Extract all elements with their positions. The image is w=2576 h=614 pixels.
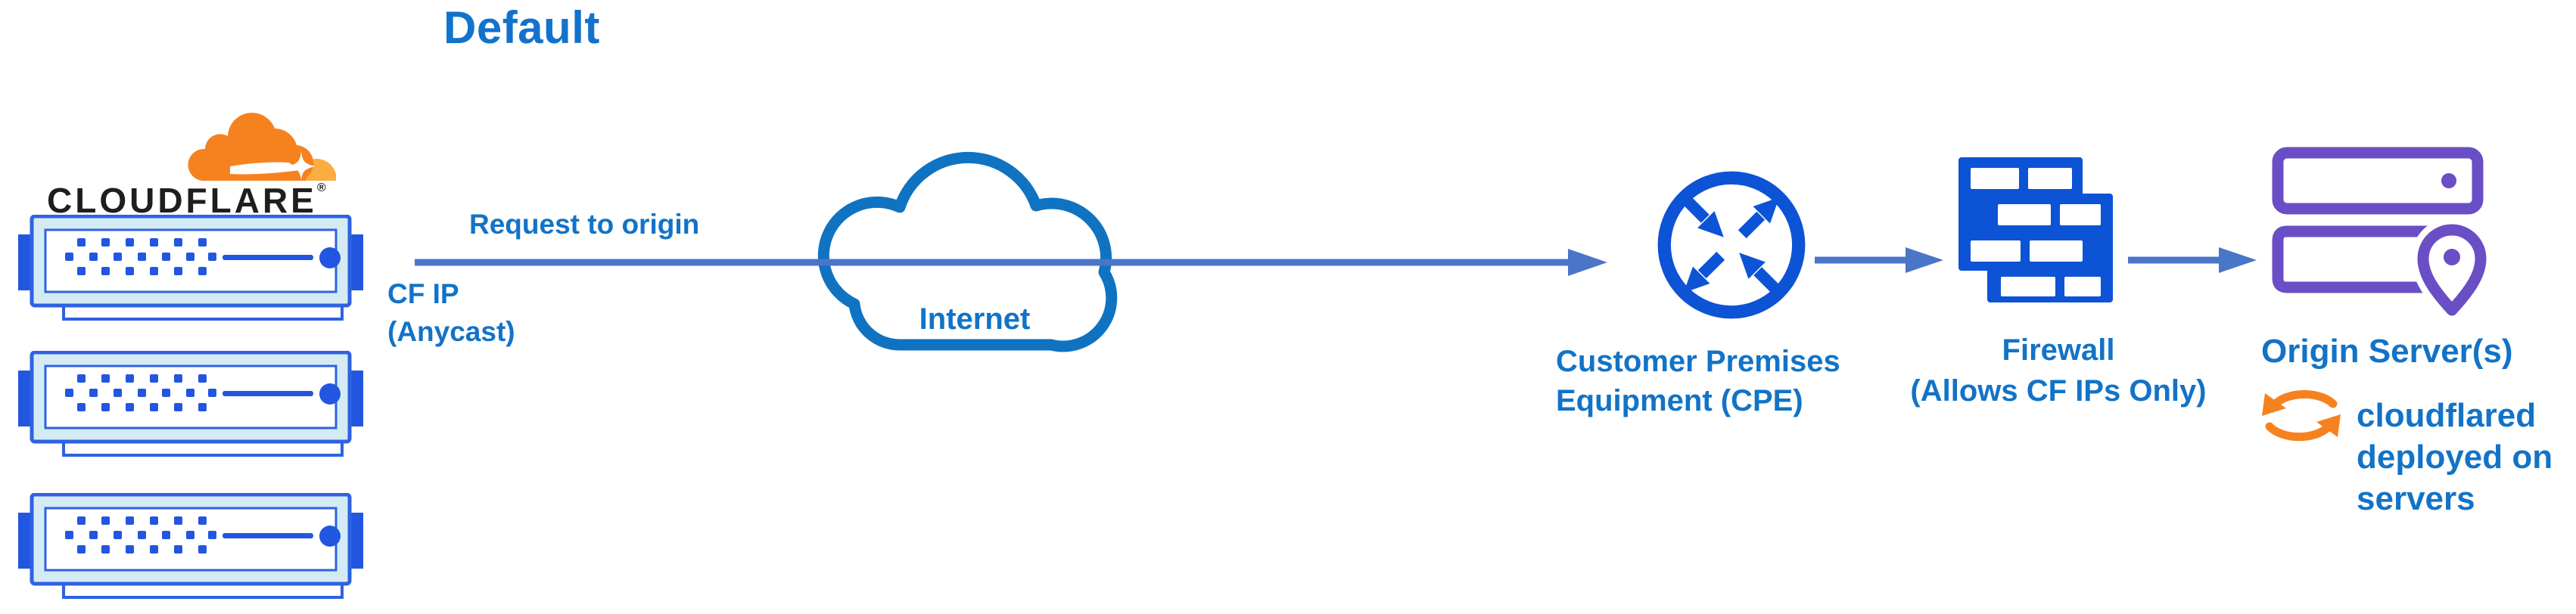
- cloudflared-note-line3: servers: [2357, 480, 2475, 517]
- cpe-label: Customer Premises Equipment (CPE): [1556, 342, 1840, 420]
- cloudflare-server-rack-icon: [18, 493, 363, 599]
- cf-ip-line: CF IP: [387, 278, 459, 309]
- registered-mark: ®: [316, 181, 326, 194]
- brand-name: CLOUDFLARE: [47, 181, 317, 220]
- request-to-origin-label: Request to origin: [469, 209, 700, 240]
- anycast-line: (Anycast): [387, 316, 515, 347]
- firewall-brick-wall-icon: [1958, 157, 2113, 302]
- cpe-label-line2: Equipment (CPE): [1556, 384, 1803, 417]
- cloudflare-wordmark: CLOUDFLARE®: [47, 180, 326, 221]
- cf-ip-anycast-label: CF IP (Anycast): [387, 275, 515, 351]
- origin-servers-icon: [2272, 147, 2490, 316]
- internet-cloud-icon: [817, 151, 1118, 352]
- cloudflared-note-line1: cloudflared: [2357, 397, 2537, 434]
- cloudflare-server-rack-icon: [18, 351, 363, 457]
- origin-servers-label: Origin Server(s): [2261, 333, 2513, 370]
- sync-refresh-icon: [2262, 389, 2341, 442]
- cpe-label-line1: Customer Premises: [1556, 345, 1840, 378]
- firewall-label-line1: Firewall: [2002, 333, 2115, 367]
- firewall-label: Firewall (Allows CF IPs Only): [1892, 330, 2225, 411]
- cpe-router-icon: [1657, 171, 1806, 319]
- cloudflare-server-rack-icon: [18, 215, 363, 321]
- page-title: Default: [443, 2, 600, 53]
- internet-label: Internet: [919, 302, 1031, 336]
- cloudflare-logo-icon: [188, 113, 336, 181]
- firewall-label-line2: (Allows CF IPs Only): [1910, 374, 2207, 408]
- cloudflared-note: cloudflared deployed on servers: [2357, 395, 2553, 519]
- cloudflared-note-line2: deployed on: [2357, 439, 2553, 476]
